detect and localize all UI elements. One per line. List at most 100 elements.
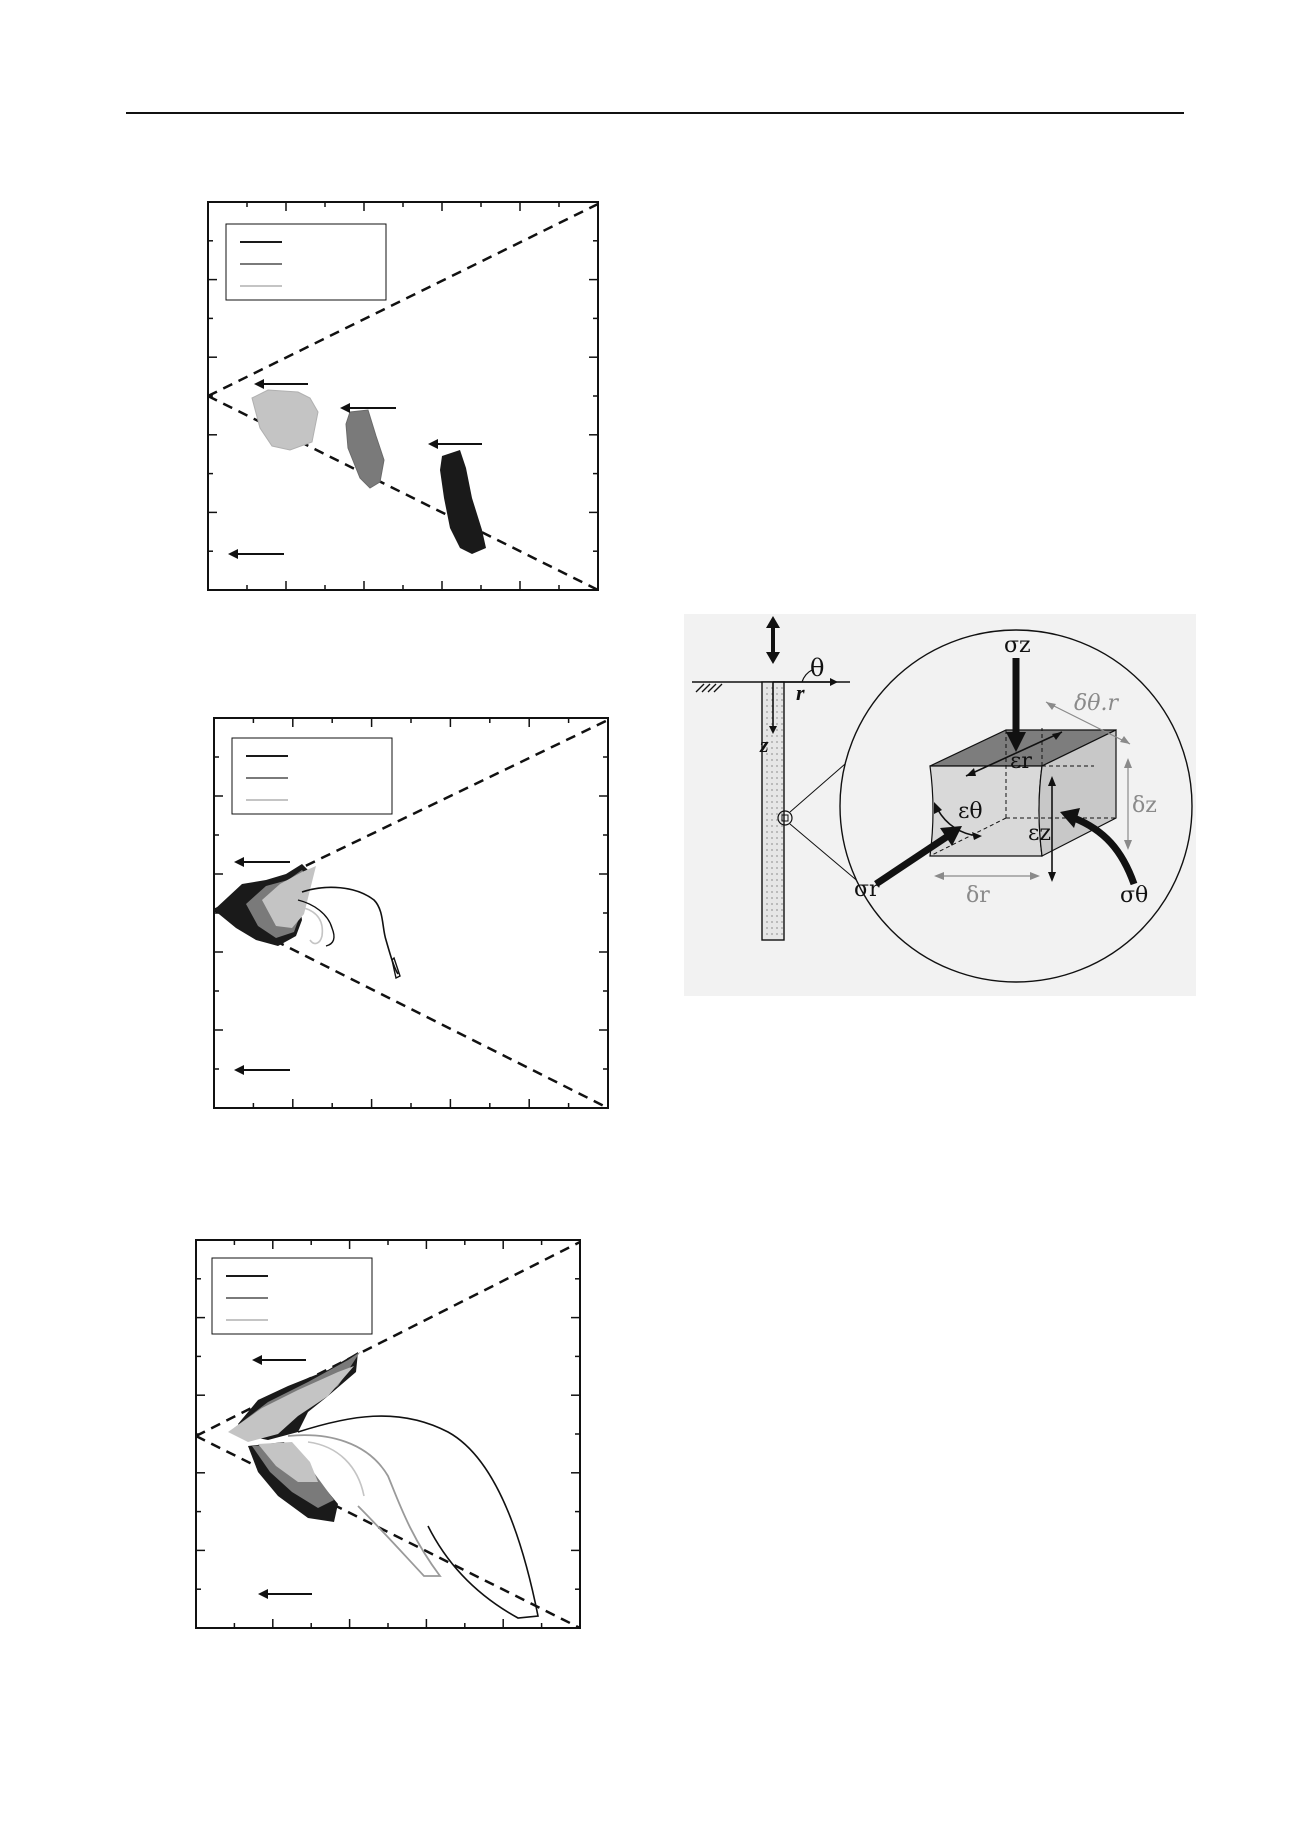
- pile-dot: [771, 921, 773, 923]
- pile-dot: [771, 915, 773, 917]
- pile-dot: [766, 765, 768, 767]
- pile-dot: [776, 747, 778, 749]
- pile-dot: [771, 849, 773, 851]
- plot-c-svg: [195, 1239, 581, 1630]
- pile-dot: [781, 759, 783, 761]
- pile-dot: [766, 693, 768, 695]
- theta-arc: [801, 669, 813, 683]
- pile-dot: [766, 687, 768, 689]
- pile-dot: [766, 933, 768, 935]
- pile-dot: [776, 783, 778, 785]
- pile-dot: [781, 753, 783, 755]
- dz-label: δz: [1132, 793, 1157, 818]
- pile-dot: [776, 687, 778, 689]
- pile-dot: [781, 729, 783, 731]
- pile-dot: [776, 771, 778, 773]
- pile-dot: [781, 699, 783, 701]
- pile-dot: [776, 741, 778, 743]
- pile-dot: [771, 801, 773, 803]
- pile-dot: [781, 927, 783, 929]
- pile-dot: [771, 807, 773, 809]
- pile-dot: [781, 891, 783, 893]
- pile-dot: [766, 891, 768, 893]
- pile-dot: [766, 855, 768, 857]
- pile-dot: [771, 879, 773, 881]
- pile-dot: [776, 933, 778, 935]
- pile-dot: [781, 723, 783, 725]
- plot-c-cloud-light-lower: [258, 1442, 318, 1482]
- r-axis-label: r: [796, 680, 805, 705]
- plot-c-legend-box: [211, 1257, 373, 1335]
- pile-dot: [766, 885, 768, 887]
- pile-dot: [781, 741, 783, 743]
- z-axis-label: z: [759, 732, 769, 757]
- sigma-r-arrow-shaft: [874, 833, 950, 887]
- pile-dot: [781, 921, 783, 923]
- pile-dot: [771, 741, 773, 743]
- pile-dot: [766, 879, 768, 881]
- pile-dot: [776, 873, 778, 875]
- plot-b-cloud-light: [262, 866, 316, 928]
- pile-dot: [766, 873, 768, 875]
- plot-b-trail-3: [303, 907, 324, 945]
- pile-dot: [776, 759, 778, 761]
- pile-dot: [776, 735, 778, 737]
- pile-dot: [776, 843, 778, 845]
- pile-dot: [781, 807, 783, 809]
- pile-dot: [781, 849, 783, 851]
- cube-hidden-edge-2: [929, 817, 1007, 857]
- pile-dot: [781, 879, 783, 881]
- pile-dot: [766, 729, 768, 731]
- pile-dot: [776, 855, 778, 857]
- pile-dot: [771, 855, 773, 857]
- pile-dot: [781, 789, 783, 791]
- pile-dot: [781, 903, 783, 905]
- pile-dot: [766, 789, 768, 791]
- plot-b-legend-box: [231, 737, 393, 815]
- pile-dot: [781, 687, 783, 689]
- pile-dot: [776, 921, 778, 923]
- pile-dot: [766, 825, 768, 827]
- plot-c-trail-3: [307, 1441, 365, 1497]
- pile-dot: [766, 759, 768, 761]
- pile-dot: [776, 861, 778, 863]
- eps-z-label: εz: [1028, 821, 1051, 846]
- element-marker: [777, 810, 793, 826]
- pile-dot: [776, 723, 778, 725]
- pile-dot: [776, 927, 778, 929]
- pile-dot: [776, 867, 778, 869]
- pile-dot: [781, 843, 783, 845]
- plot-c-envelope-lower: [195, 1434, 581, 1630]
- pile-dot: [766, 771, 768, 773]
- pile-dot: [781, 855, 783, 857]
- pile-dot: [781, 831, 783, 833]
- pile-dot: [771, 903, 773, 905]
- stress-diagram-svg: θ r z σz σr σθ εr: [692, 616, 1193, 983]
- pile-dot: [781, 783, 783, 785]
- pile-dot: [766, 801, 768, 803]
- pile-dot: [771, 753, 773, 755]
- pile-dot: [771, 819, 773, 821]
- pile-dot: [781, 873, 783, 875]
- pile-dot: [771, 861, 773, 863]
- pile-dot: [766, 777, 768, 779]
- pile-dot: [771, 843, 773, 845]
- pile-dot: [771, 891, 773, 893]
- pile-dot: [776, 753, 778, 755]
- pile-dot: [776, 891, 778, 893]
- pile-dot: [771, 831, 773, 833]
- pile-dot: [766, 813, 768, 815]
- plot-b-trail-end: [391, 956, 401, 980]
- pile-dot: [766, 909, 768, 911]
- plot-c-cloud-light-upper: [228, 1366, 354, 1442]
- pile-dot: [771, 867, 773, 869]
- plot-b-ticks: [214, 718, 608, 1108]
- pile-dot: [781, 933, 783, 935]
- pile-dot: [781, 825, 783, 827]
- pile-dot: [776, 903, 778, 905]
- pile-dot: [771, 735, 773, 737]
- pile-dot: [766, 819, 768, 821]
- pile-dot: [771, 795, 773, 797]
- plot-panel-a: [200, 198, 605, 598]
- pile-dot: [766, 927, 768, 929]
